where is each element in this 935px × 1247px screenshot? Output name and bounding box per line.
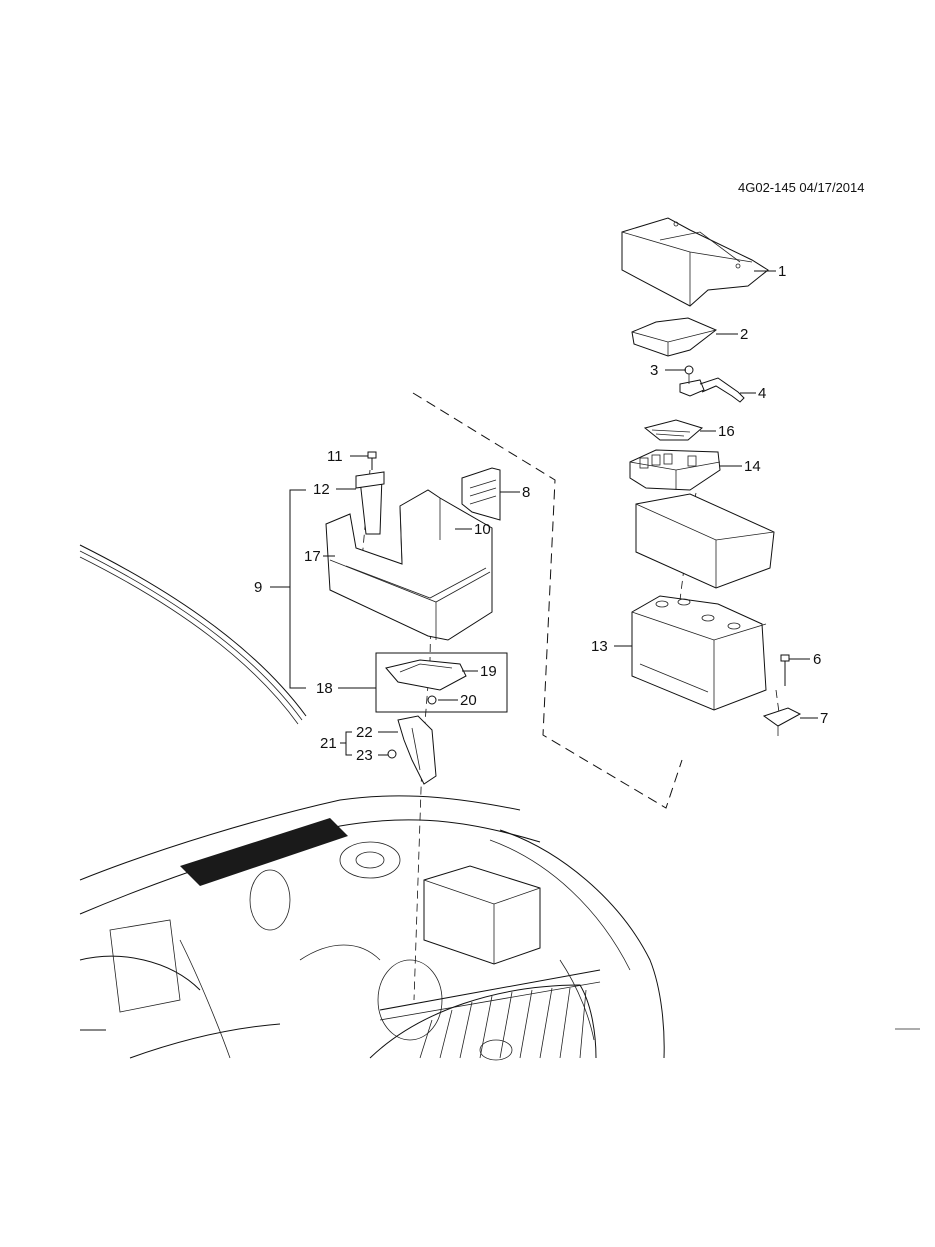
callout-10: 10 <box>474 521 491 538</box>
diagram-reference: 4G02-145 04/17/2014 <box>738 180 865 195</box>
callout-21: 21 <box>320 735 337 752</box>
nut-and-cable-part <box>679 365 745 403</box>
support-bracket-group <box>387 715 437 785</box>
callout-labels: 1 2 3 4 16 14 8 10 11 12 17 9 13 6 7 18 … <box>254 263 828 764</box>
hold-down-bolt-and-clamp <box>762 654 802 736</box>
tray-support-group <box>375 652 508 713</box>
callout-2: 2 <box>740 326 748 343</box>
battery-cover-part <box>621 217 769 307</box>
battery-part <box>631 595 767 711</box>
callout-6: 6 <box>813 651 821 668</box>
callout-22: 22 <box>356 724 373 741</box>
callout-19: 19 <box>480 663 497 680</box>
callout-8: 8 <box>522 484 530 501</box>
battery-tray-box <box>635 493 775 589</box>
callout-9: 9 <box>254 579 262 596</box>
callout-11: 11 <box>327 448 343 465</box>
callout-7: 7 <box>820 710 828 727</box>
callout-4: 4 <box>758 385 766 402</box>
fuse-top-part <box>643 419 704 441</box>
callout-20: 20 <box>460 692 477 709</box>
tray-bracket-part <box>461 467 501 521</box>
callout-16: 16 <box>718 423 735 440</box>
battery-tray-part <box>325 489 493 641</box>
cover-insert-part <box>631 317 717 357</box>
fuse-block-part <box>629 449 721 491</box>
vehicle-engine-bay <box>79 544 920 1061</box>
callout-3: 3 <box>650 362 658 379</box>
callout-14: 14 <box>744 458 761 475</box>
callout-12: 12 <box>313 481 330 498</box>
callout-23: 23 <box>356 747 373 764</box>
callout-18: 18 <box>316 680 333 697</box>
callout-17: 17 <box>304 548 321 565</box>
callout-13: 13 <box>591 638 608 655</box>
leader-lines <box>270 270 818 756</box>
callout-1: 1 <box>778 263 786 280</box>
